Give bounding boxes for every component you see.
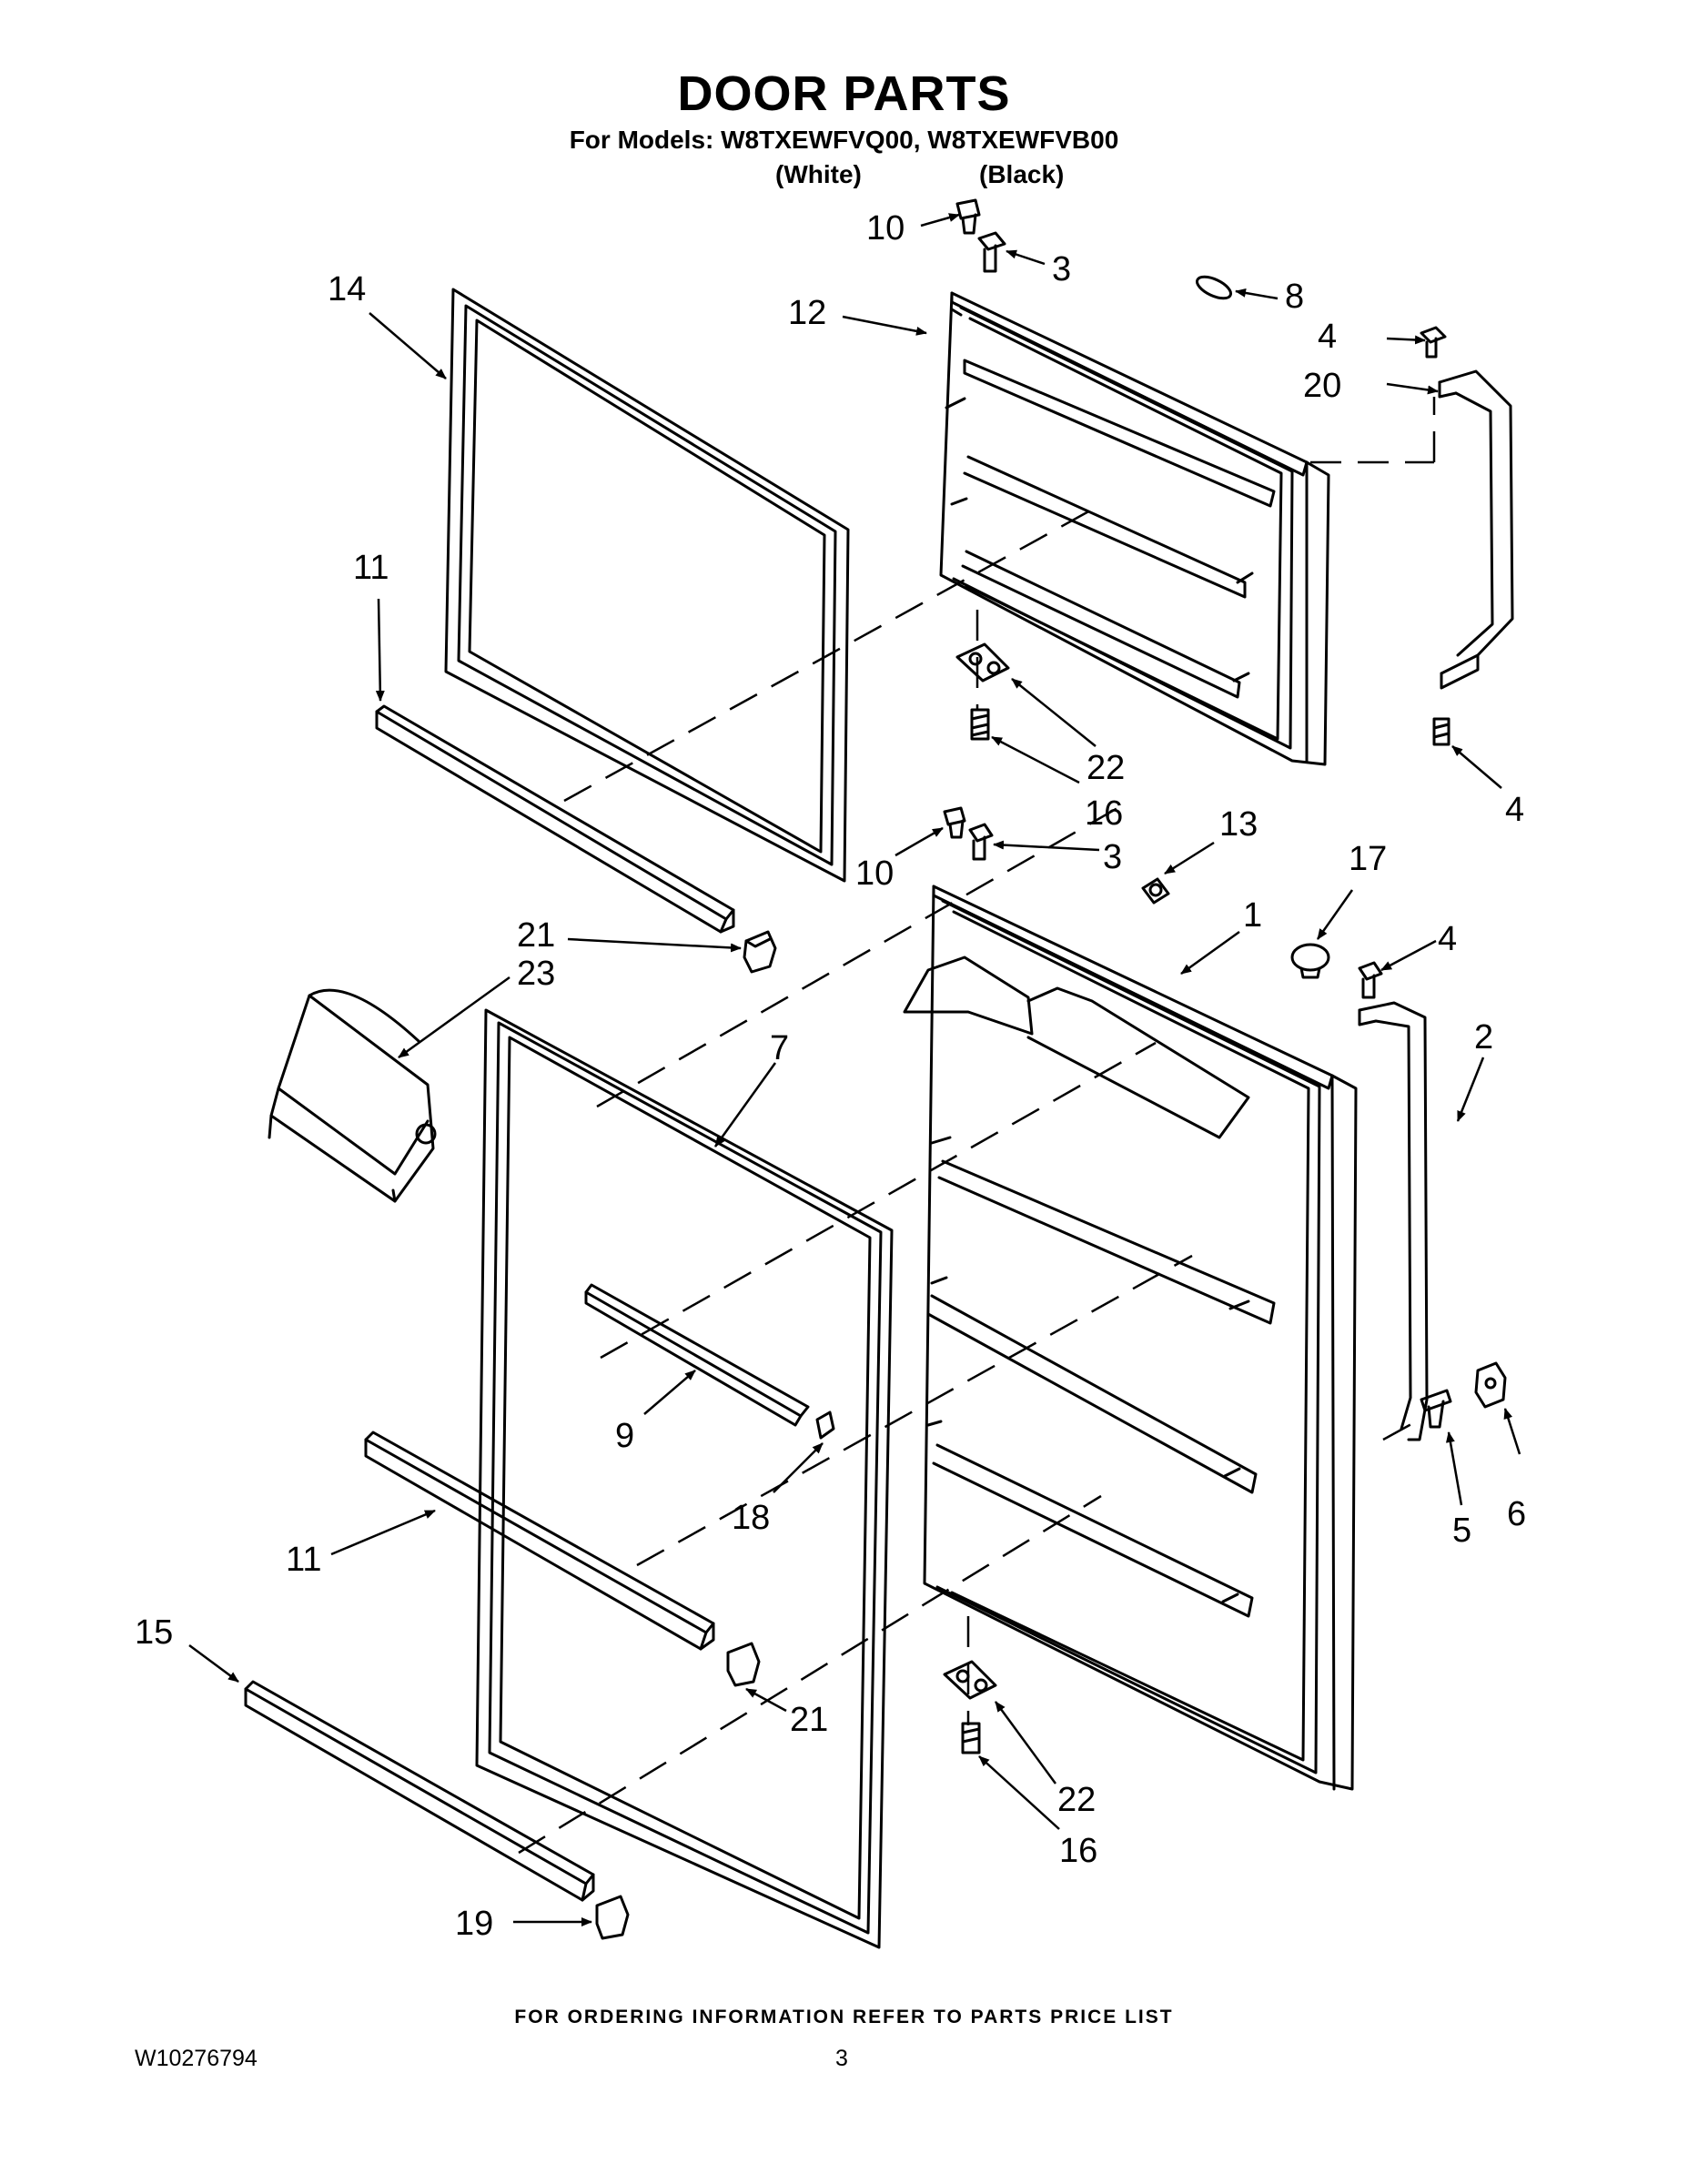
callout-3-upper: 3 (1052, 250, 1071, 288)
refrigerator-handle (1358, 1001, 1429, 1441)
shelf-trim (584, 1283, 810, 1427)
freezer-door-shelf (375, 704, 735, 934)
callout-19: 19 (455, 1905, 493, 1943)
freezer-door (939, 291, 1330, 766)
callout-11-lower: 11 (286, 1541, 321, 1579)
callout-18: 18 (732, 1499, 770, 1537)
shelf-end-cap-lower (726, 1642, 761, 1687)
dairy-compartment-door (268, 988, 437, 1203)
callout-12: 12 (788, 294, 826, 332)
refrigerator-top-screw (968, 823, 994, 861)
handle-mounting-screw (1420, 1389, 1452, 1429)
callout-4-middle: 4 (1438, 920, 1457, 958)
refrigerator-hinge-screw (961, 1722, 981, 1754)
callout-21-lower: 21 (790, 1701, 828, 1739)
door-stop (1141, 877, 1170, 905)
callout-10-middle: 10 (855, 854, 894, 893)
handle-grommet (1195, 275, 1233, 300)
document-number: W10276794 (135, 2046, 258, 2071)
refrigerator-handle-screw (1358, 961, 1383, 999)
callout-4-upper: 4 (1318, 318, 1337, 356)
callout-20: 20 (1303, 367, 1341, 405)
bottom-door-shelf (244, 1680, 595, 1902)
handle-end-cap (1474, 1361, 1507, 1409)
freezer-hinge-screw (970, 708, 990, 741)
callout-15: 15 (135, 1613, 173, 1652)
freezer-handle (1438, 369, 1514, 690)
callout-8: 8 (1285, 278, 1304, 316)
freezer-handle-screw-lower (1432, 717, 1450, 746)
callout-9: 9 (615, 1417, 634, 1455)
callout-6: 6 (1507, 1495, 1526, 1533)
models-line: For Models: W8TXEWFVQ00, W8TXEWFVB00 (569, 126, 1119, 154)
callout-14: 14 (328, 270, 366, 308)
hinge-cover-cap (1290, 943, 1330, 979)
callout-21-upper: 21 (517, 916, 555, 955)
callout-3-middle: 3 (1103, 838, 1122, 876)
refrigerator-door-shelf (364, 1431, 715, 1651)
refrigerator-hinge-pin (943, 806, 966, 839)
callout-2: 2 (1474, 1018, 1493, 1057)
assembly-lines (518, 397, 1436, 1855)
page-title: DOOR PARTS (677, 66, 1011, 121)
freezer-handle-screw-upper (1420, 326, 1447, 359)
callout-4-right: 4 (1505, 791, 1524, 829)
callout-22-lower: 22 (1057, 1781, 1096, 1819)
callout-1: 1 (1243, 896, 1262, 935)
ordering-note: FOR ORDERING INFORMATION REFER TO PARTS … (514, 2007, 1174, 2027)
callout-7: 7 (770, 1029, 789, 1067)
refrigerator-hinge-bracket (943, 1660, 997, 1700)
refrigerator-door (903, 885, 1358, 1791)
freezer-top-screw (977, 231, 1006, 273)
trim-clip (815, 1410, 835, 1440)
shelf-end-cap-upper (743, 930, 777, 974)
freezer-door-gasket (444, 288, 850, 883)
leader-arrows (188, 213, 1521, 1926)
color-white-label: (White) (775, 160, 862, 188)
callout-17: 17 (1349, 840, 1387, 878)
bottom-shelf-end-cap (595, 1895, 630, 1940)
refrigerator-door-gasket (475, 1008, 894, 1949)
page-number: 3 (835, 2046, 848, 2071)
callout-22-upper: 22 (1087, 749, 1125, 787)
callout-5: 5 (1452, 1512, 1471, 1550)
color-black-label: (Black) (979, 160, 1065, 188)
freezer-hinge-pin (955, 198, 981, 235)
callout-11-upper: 11 (353, 549, 389, 587)
freezer-hinge-bracket (955, 642, 1010, 682)
callout-16-upper: 16 (1085, 794, 1123, 833)
callout-13: 13 (1219, 805, 1258, 844)
callout-23: 23 (517, 955, 555, 993)
callout-16-lower: 16 (1059, 1832, 1097, 1870)
callout-10-upper: 10 (866, 209, 905, 248)
